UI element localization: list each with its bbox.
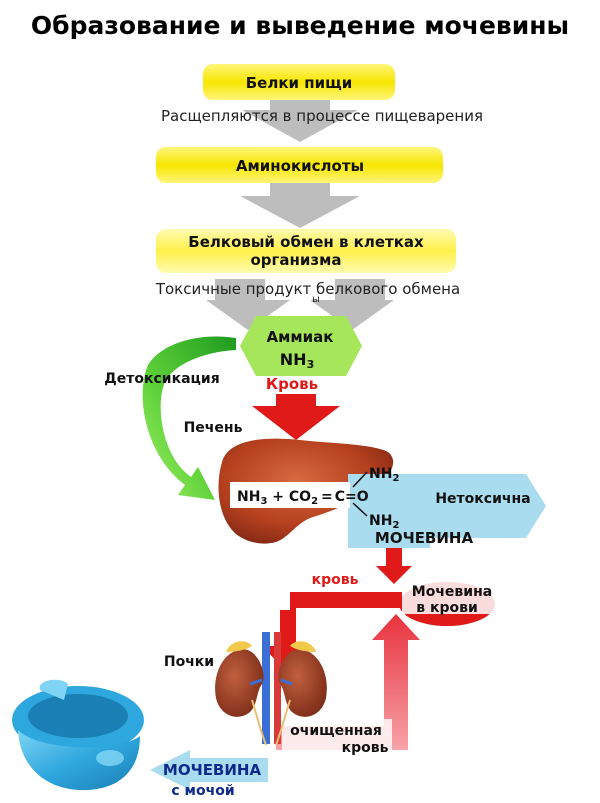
ammonia-label: Аммиак — [267, 328, 334, 346]
urea-in-blood-line1: Мочевина — [412, 584, 492, 600]
food-proteins-box — [203, 64, 395, 100]
reaction-background — [230, 482, 350, 508]
urea-out-arrow — [150, 750, 268, 790]
blood-lower-label: кровь — [312, 572, 359, 588]
urea-in-blood-label-bg — [402, 582, 498, 614]
cleaned-blood-line2: кровь — [342, 740, 389, 756]
potty-illustration — [12, 679, 144, 791]
protein-metabolism-line1: Белковый обмен в клетках — [188, 233, 424, 251]
nh2-bottom: NH2 — [369, 513, 399, 531]
pink-arrow-cleaned-blood — [276, 614, 420, 750]
toxic-products-suffix: ы — [312, 294, 320, 305]
with-urine-label: с мочой — [171, 783, 234, 799]
ureters — [251, 699, 291, 746]
ammonia-hexagon — [240, 316, 362, 376]
reaction-formula: NH3 + CO2=C=O — [237, 489, 369, 507]
red-arrow-urea — [376, 548, 412, 584]
liver-label: Печень — [184, 420, 243, 436]
gray-arrow-1 — [242, 100, 358, 142]
bond-bottom — [352, 502, 368, 517]
renal-vessels — [249, 678, 293, 686]
gray-arrow-2 — [240, 183, 360, 228]
kidneys-label: Почки — [164, 654, 214, 670]
potty-highlight — [96, 750, 124, 766]
detox-label: Детоксикация — [104, 371, 219, 387]
non-toxic-label: Нетоксична — [435, 491, 530, 507]
potty-opening — [28, 694, 128, 738]
vein — [262, 632, 270, 744]
gray-arrow-left — [206, 279, 290, 330]
gray-arrow-right — [310, 279, 394, 330]
food-proteins-label: Белки пищи — [246, 74, 352, 92]
potty-handle — [39, 679, 68, 700]
nh2-top: NH2 — [369, 466, 399, 484]
digestion-note: Расщепляются в процессе пищеварения — [161, 107, 483, 125]
artery — [274, 632, 281, 744]
red-arrow-blood — [252, 394, 340, 440]
protein-metabolism-line2: организма — [251, 251, 342, 269]
toxic-products-note: Токсичные продукт белкового обмена — [155, 280, 460, 298]
right-kidney — [278, 649, 327, 717]
protein-metabolism-box — [156, 229, 456, 273]
cleaned-blood-line1: очищенная — [290, 723, 382, 739]
ammonia-formula: NH3 — [280, 350, 314, 371]
amino-acids-label: Аминокислоты — [236, 157, 364, 175]
blood-label: Кровь — [266, 375, 318, 393]
amino-acids-box — [156, 147, 443, 183]
cleaned-blood-label-bg — [282, 719, 392, 757]
kidneys-illustration — [215, 632, 327, 746]
urea-out-label: МОЧЕВИНА — [163, 761, 262, 779]
right-adrenal — [290, 641, 316, 652]
potty-body — [18, 730, 140, 791]
urea-blue-box-lower — [348, 520, 430, 548]
diagram-title: Образование и выведение мочевины — [31, 11, 569, 40]
left-kidney — [215, 649, 264, 717]
bond-top — [352, 471, 368, 488]
urea-label: МОЧЕВИНА — [375, 529, 474, 547]
urea-in-blood-line2: в крови — [416, 600, 478, 616]
detox-green-arrow — [142, 336, 236, 500]
left-adrenal — [226, 641, 252, 652]
